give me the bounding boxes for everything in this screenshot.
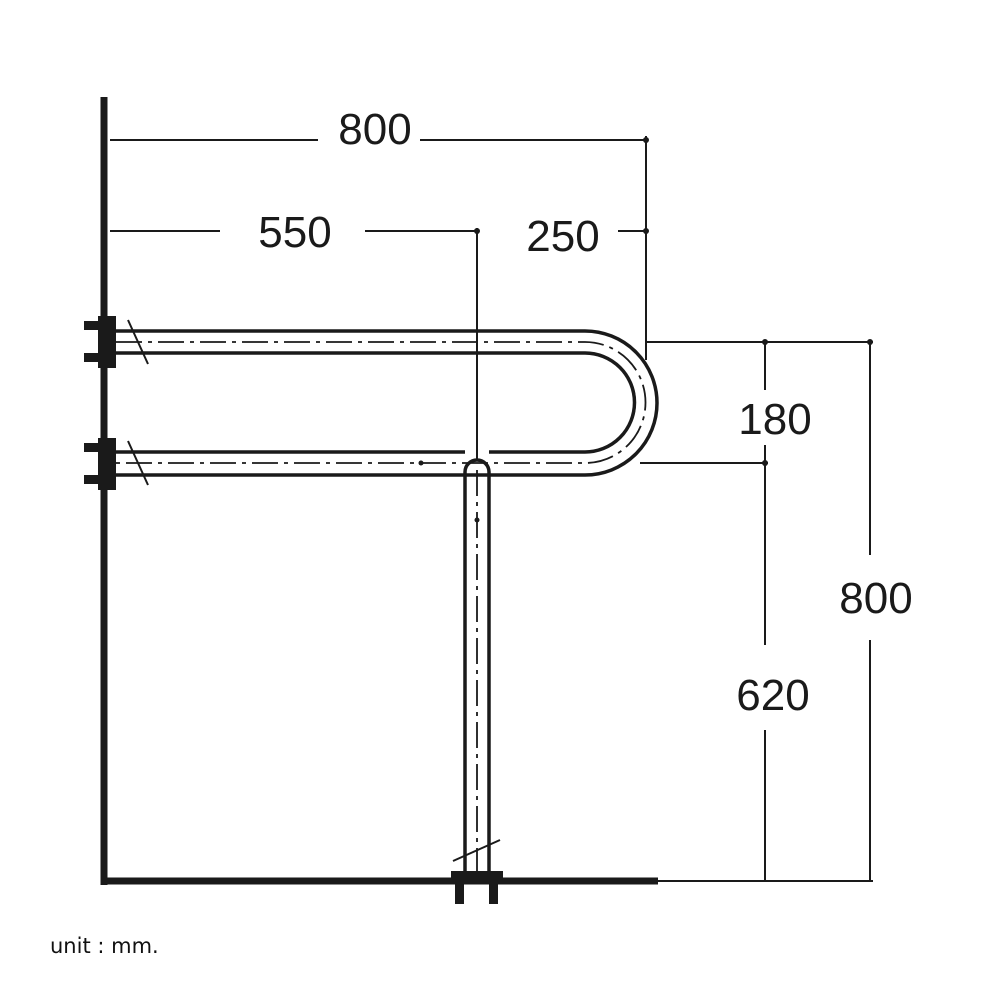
unit-label: unit : mm. (50, 934, 159, 958)
break-mark (452, 839, 501, 862)
floor-flange (451, 871, 503, 904)
dim-overall-width: 800 (338, 105, 411, 154)
dim-overall-height: 800 (839, 574, 912, 623)
wall-bracket-upper (84, 316, 116, 368)
dim-wall-to-post: 550 (258, 208, 331, 257)
rail-centerline (116, 341, 647, 464)
break-mark (127, 319, 149, 365)
break-mark (127, 440, 149, 486)
dim-rail-spacing: 180 (738, 395, 811, 444)
rail-outer (116, 329, 659, 477)
wall-bracket-lower (84, 438, 116, 490)
dim-floor-to-rail: 620 (736, 671, 809, 720)
rail-inner (116, 351, 637, 454)
dim-post-to-end: 250 (526, 212, 599, 261)
